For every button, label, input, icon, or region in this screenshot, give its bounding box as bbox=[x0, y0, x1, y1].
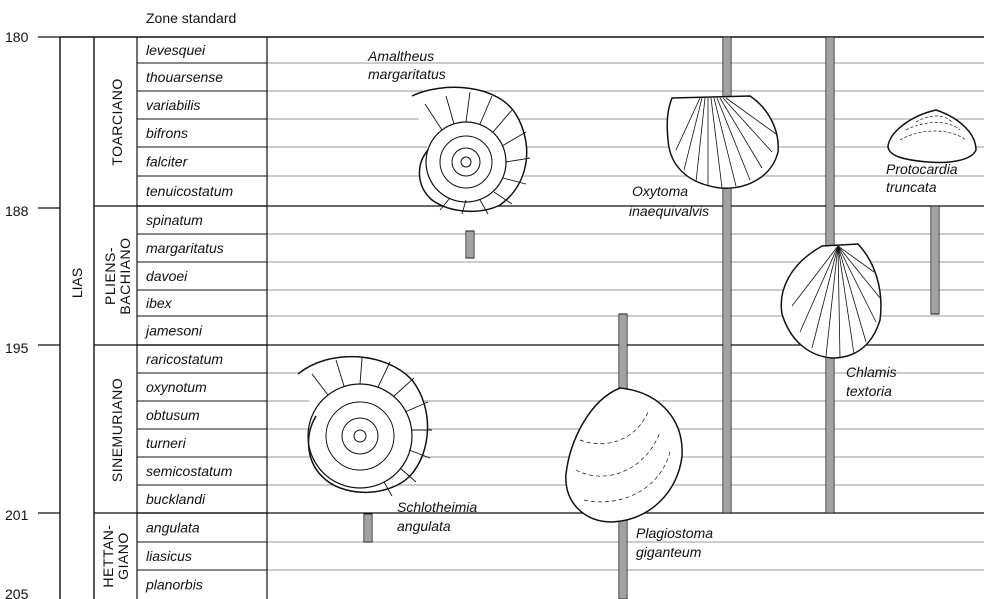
zone-name: thouarsense bbox=[146, 69, 223, 85]
amaltheus-ammonite-drawing bbox=[412, 87, 530, 214]
stage-pliensbachiano-line1: PLIENS- bbox=[102, 247, 118, 305]
zone-name: planorbis bbox=[145, 577, 203, 593]
amaltheus-label-line2: margaritatus bbox=[368, 66, 446, 82]
zone-name: spinatum bbox=[146, 212, 203, 228]
chlamis-shell-drawing bbox=[781, 244, 881, 358]
zone-name: ibex bbox=[146, 295, 173, 311]
oxytoma-label-line1: Oxytoma bbox=[632, 183, 688, 199]
zone-name: bucklandi bbox=[146, 491, 206, 507]
zone-name: raricostatum bbox=[146, 351, 223, 367]
zone-name: davoei bbox=[146, 268, 188, 284]
zone-name: margaritatus bbox=[146, 240, 224, 256]
age-label: 195 bbox=[5, 340, 29, 356]
stage-pliensbachiano-line2: BACHIANO bbox=[117, 237, 133, 314]
plagiostoma-label-line1: Plagiostoma bbox=[636, 525, 713, 541]
schlotheimia-ammonite-drawing bbox=[298, 357, 432, 496]
protocardia-label-line1: Protocardia bbox=[886, 161, 958, 177]
oxytoma-shell-drawing bbox=[667, 96, 778, 188]
plagiostoma-shell-drawing bbox=[566, 388, 682, 522]
schlotheimia-label-line1: Schlotheimia bbox=[397, 499, 477, 515]
zone-name: jamesoni bbox=[144, 323, 203, 339]
zone-name: turneri bbox=[146, 435, 187, 451]
zone-names: levesquei thouarsense variabilis bifrons fal… bbox=[144, 42, 233, 593]
zone-name: tenuicostatum bbox=[146, 183, 233, 199]
series-lias: LIAS bbox=[69, 268, 85, 298]
zone-name: variabilis bbox=[146, 97, 200, 113]
protocardia-label-line2: truncata bbox=[886, 179, 937, 195]
stage-hettangiano-line2: GIANO bbox=[115, 532, 131, 580]
amaltheus-label-line1: Amaltheus bbox=[367, 48, 434, 64]
chlamis-label-line1: Chlamis bbox=[846, 364, 897, 380]
chlamis-label-line2: textoria bbox=[846, 383, 892, 399]
age-labels: 180 188 195 201 205 bbox=[5, 29, 29, 599]
stage-sinemuriano: SINEMURIANO bbox=[109, 378, 125, 482]
schlotheimia-label-line2: angulata bbox=[397, 518, 451, 534]
protocardia-shell-drawing bbox=[888, 110, 976, 163]
zone-name: levesquei bbox=[146, 42, 206, 58]
age-ticks bbox=[38, 37, 60, 513]
plagiostoma-label-line2: giganteum bbox=[636, 544, 702, 560]
stage-hettangiano-line1: HETTAN- bbox=[100, 524, 116, 587]
zone-name: bifrons bbox=[146, 125, 188, 141]
age-label: 201 bbox=[5, 507, 29, 523]
age-label: 205 bbox=[5, 586, 29, 599]
zone-name: liasicus bbox=[146, 548, 192, 564]
stage-toarciano: TOARCIANO bbox=[109, 78, 125, 165]
zone-name: angulata bbox=[146, 520, 200, 536]
zone-name: falciter bbox=[146, 154, 189, 170]
age-label: 180 bbox=[5, 29, 29, 45]
zone-name: obtusum bbox=[146, 407, 200, 423]
zone-name: semicostatum bbox=[146, 463, 233, 479]
zone-name: oxynotum bbox=[146, 379, 207, 395]
oxytoma-label-line2: inaequivalvis bbox=[629, 203, 709, 219]
zone-standard-header: Zone standard bbox=[146, 10, 236, 26]
age-label: 188 bbox=[5, 203, 29, 219]
